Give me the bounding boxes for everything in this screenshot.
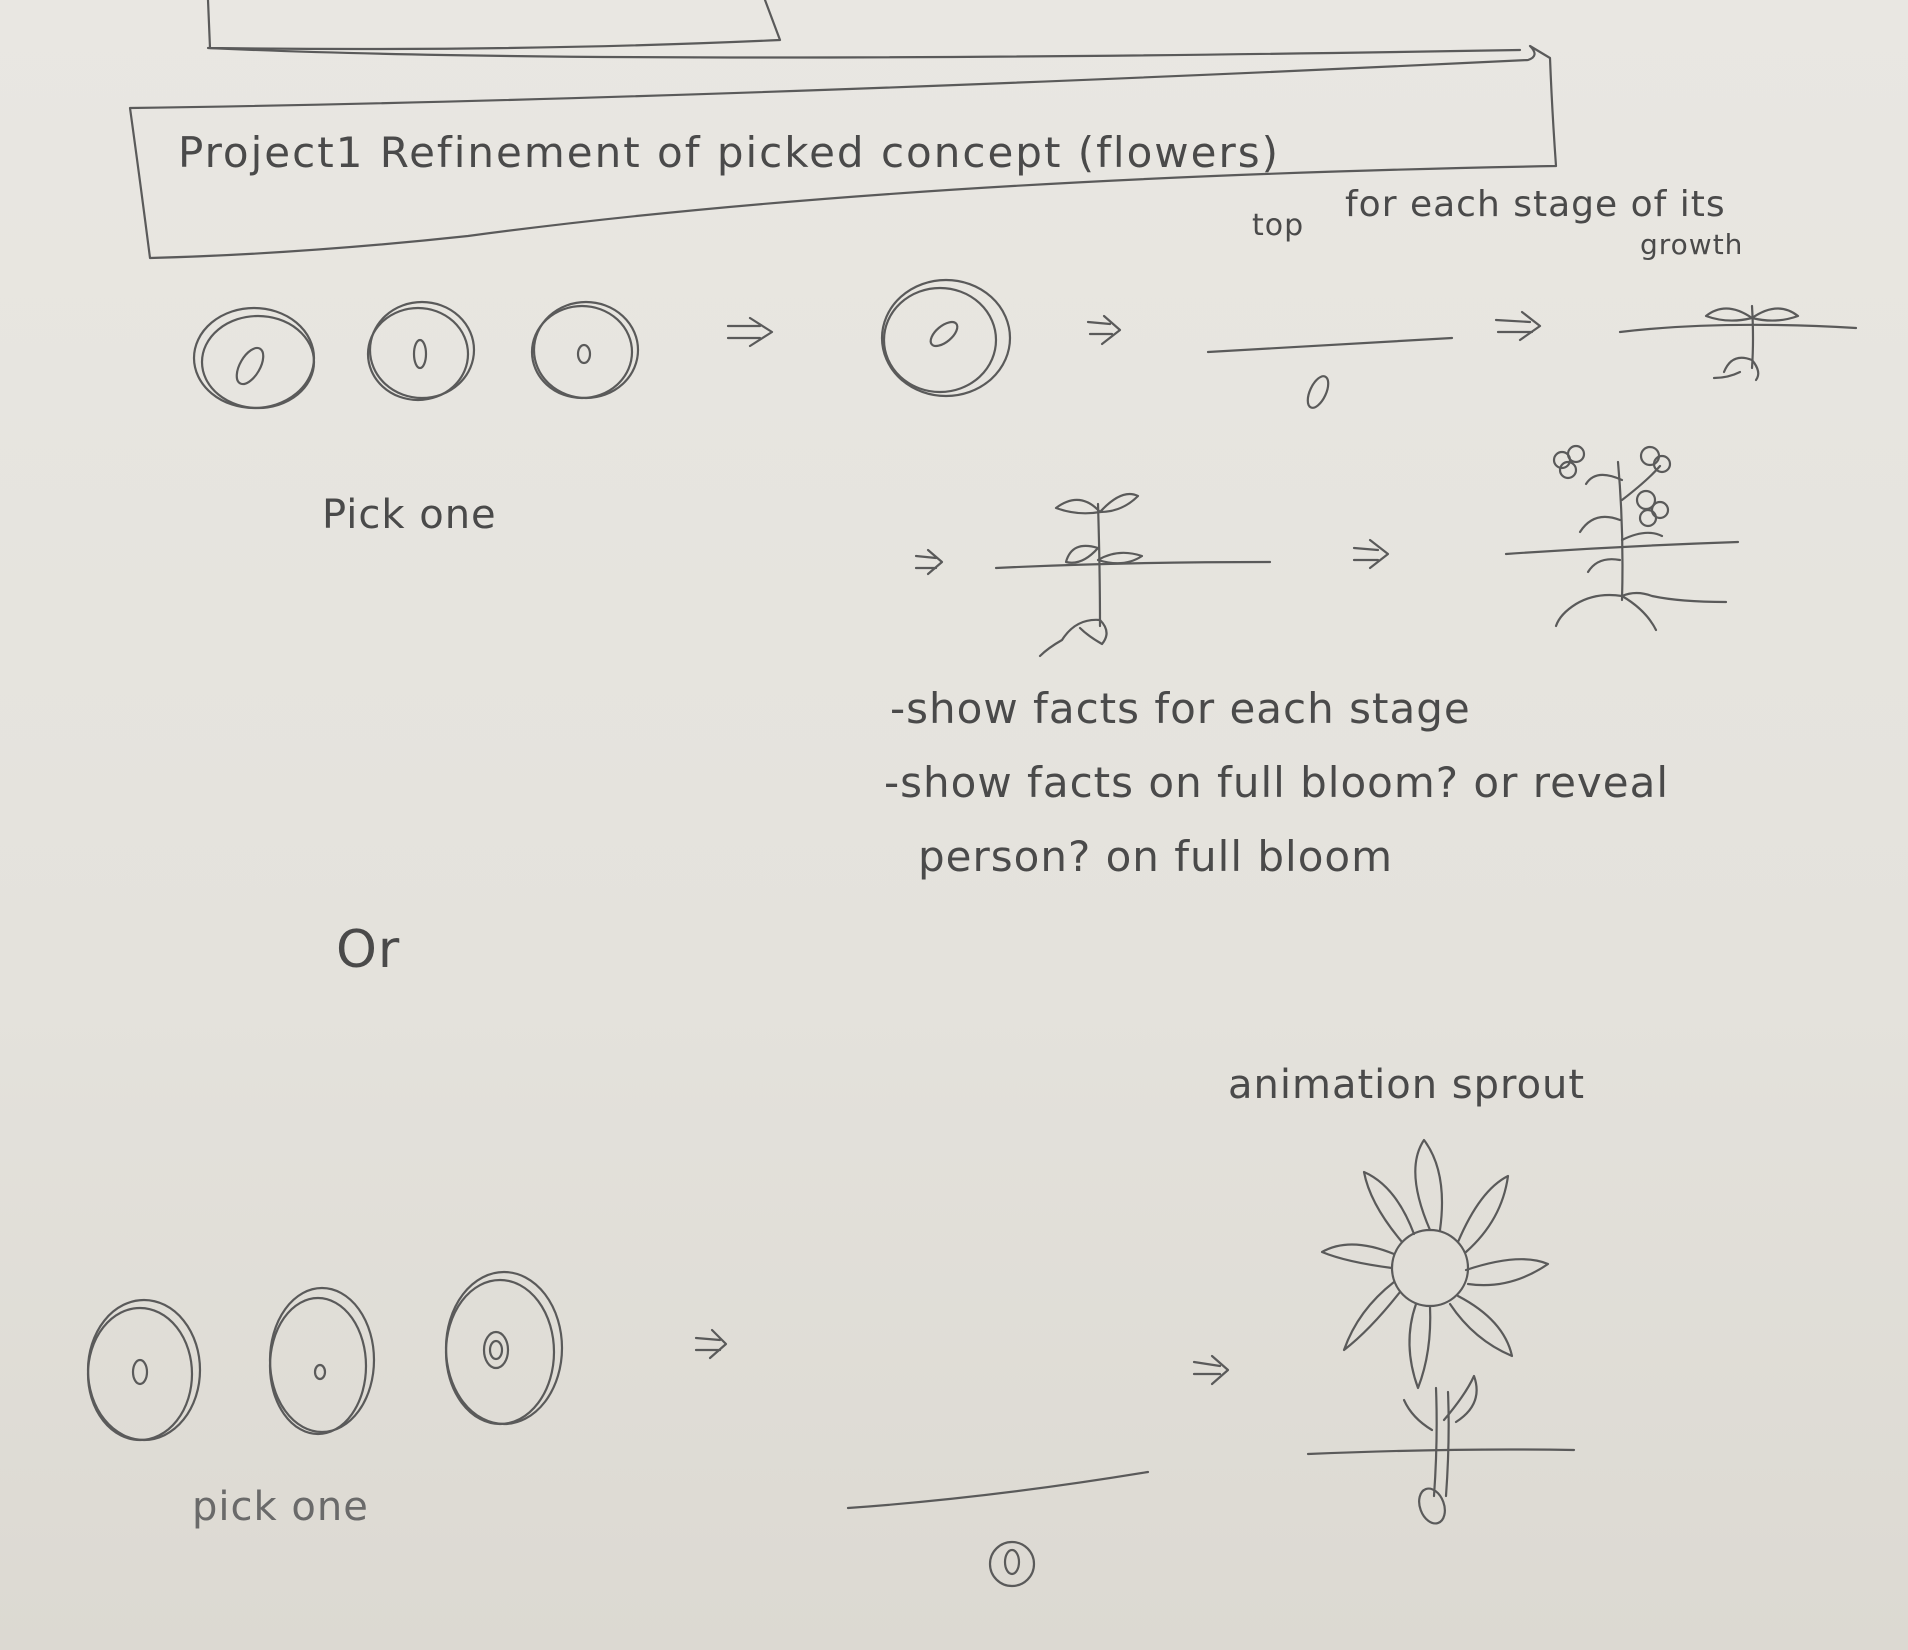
note-line: person? on full bloom (918, 832, 1394, 881)
note-line: -show facts on full bloom? or reveal (884, 758, 1670, 807)
pick-one-label: Pick one (322, 492, 497, 538)
or-label: Or (336, 920, 401, 980)
note-for-each-stage: for each stage of its (1345, 184, 1726, 225)
page-title: Project1 Refinement of picked concept (f… (178, 128, 1281, 177)
note-growth: growth (1640, 228, 1744, 261)
note-top: top (1252, 208, 1305, 243)
pick-one-label: pick one (192, 1484, 369, 1530)
animation-label: animation sprout (1228, 1062, 1586, 1108)
note-line: -show facts for each stage (890, 684, 1471, 733)
